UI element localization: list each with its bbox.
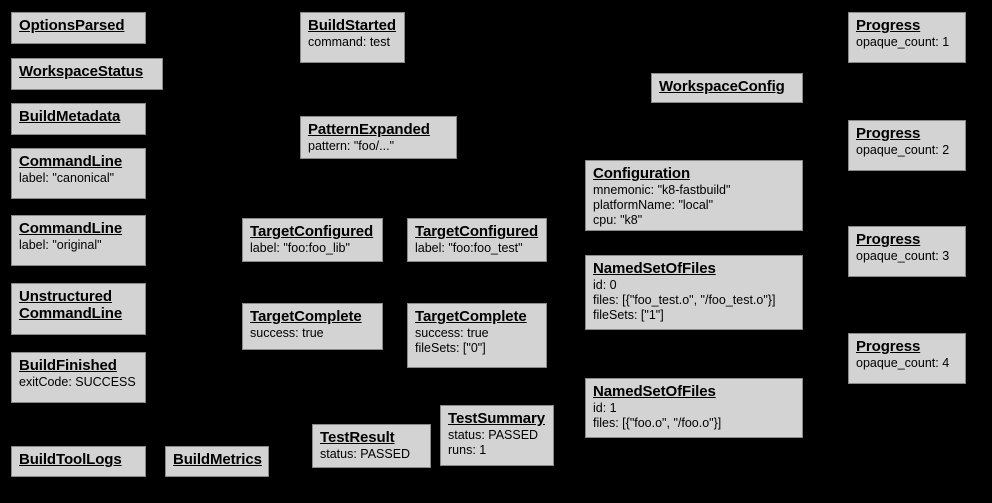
node-field: mnemonic: "k8-fastbuild" — [593, 183, 731, 197]
graph-node-build-metrics[interactable]: BuildMetrics — [165, 446, 269, 477]
graph-node-workspace-status[interactable]: WorkspaceStatus — [11, 58, 163, 90]
graph-node-build-metadata[interactable]: BuildMetadata — [11, 103, 146, 135]
node-fields: label: "foo:foo_test" — [415, 241, 539, 256]
node-title: WorkspaceStatus — [19, 63, 144, 80]
node-fields: command: test — [308, 35, 397, 50]
graph-node-workspace-config[interactable]: WorkspaceConfig — [651, 73, 803, 103]
node-field: label: "original" — [19, 238, 102, 252]
node-title: Progress — [856, 231, 921, 248]
node-field: runs: 1 — [448, 443, 487, 457]
node-field: opaque_count: 4 — [856, 356, 950, 370]
node-field: id: 1 — [593, 401, 617, 415]
node-field: files: [{"foo_test.o", "/foo_test.o"}] — [593, 293, 776, 307]
node-title: TargetConfigured — [415, 223, 539, 240]
node-field: id: 0 — [593, 278, 617, 292]
node-field: opaque_count: 1 — [856, 35, 950, 49]
node-field: cpu: "k8" — [593, 213, 643, 227]
node-field: label: "foo:foo_lib" — [250, 241, 350, 255]
node-field: label: "canonical" — [19, 171, 115, 185]
node-title: CommandLine — [19, 220, 123, 237]
node-fields: status: PASSED — [320, 447, 423, 462]
node-title: NamedSetOfFiles — [593, 260, 716, 277]
node-title: Progress — [856, 17, 921, 34]
node-field: success: true — [415, 326, 489, 340]
node-title: TestSummary — [448, 410, 545, 427]
node-fields: opaque_count: 1 — [856, 35, 958, 50]
node-field: files: [{"foo.o", "/foo.o"}] — [593, 416, 722, 430]
node-fields: label: "foo:foo_lib" — [250, 241, 375, 256]
node-title: TestResult — [320, 429, 395, 446]
node-field: exitCode: SUCCESS — [19, 375, 136, 389]
node-title: PatternExpanded — [308, 121, 430, 138]
node-fields: label: "canonical" — [19, 171, 138, 186]
node-fields: opaque_count: 3 — [856, 249, 958, 264]
node-title: NamedSetOfFiles — [593, 383, 716, 400]
node-title: Configuration — [593, 165, 691, 182]
node-fields: success: true — [250, 326, 375, 341]
node-title: Unstructured CommandLine — [19, 288, 123, 322]
node-field: opaque_count: 3 — [856, 249, 950, 263]
node-fields: exitCode: SUCCESS — [19, 375, 138, 390]
node-field: fileSets: ["1"] — [593, 308, 664, 322]
node-title: BuildToolLogs — [19, 451, 122, 468]
node-field: pattern: "foo/..." — [308, 139, 395, 153]
node-title: TargetComplete — [250, 308, 362, 325]
node-title: Progress — [856, 125, 921, 142]
node-fields: opaque_count: 4 — [856, 356, 958, 371]
node-title: BuildStarted — [308, 17, 396, 34]
node-title: TargetConfigured — [250, 223, 374, 240]
graph-node-unstructured-command-line[interactable]: Unstructured CommandLine — [11, 283, 146, 335]
graph-node-build-tool-logs[interactable]: BuildToolLogs — [11, 446, 146, 477]
node-fields: pattern: "foo/..." — [308, 139, 449, 154]
node-field: status: PASSED — [320, 447, 411, 461]
node-fields: mnemonic: "k8-fastbuild"platformName: "l… — [593, 183, 795, 228]
node-title: OptionsParsed — [19, 17, 125, 34]
node-field: command: test — [308, 35, 390, 49]
node-field: success: true — [250, 326, 324, 340]
graph-node-options-parsed[interactable]: OptionsParsed — [11, 12, 146, 44]
node-title: Progress — [856, 338, 921, 355]
node-field: opaque_count: 2 — [856, 143, 950, 157]
node-title: BuildFinished — [19, 357, 117, 374]
node-field: status: PASSED — [448, 428, 539, 442]
node-field: label: "foo:foo_test" — [415, 241, 523, 255]
node-field: fileSets: ["0"] — [415, 341, 486, 355]
node-title: TargetComplete — [415, 308, 527, 325]
node-fields: label: "original" — [19, 238, 138, 253]
node-title: WorkspaceConfig — [659, 78, 785, 95]
node-title: CommandLine — [19, 153, 123, 170]
node-fields: opaque_count: 2 — [856, 143, 958, 158]
node-title: BuildMetadata — [19, 108, 121, 125]
node-title: BuildMetrics — [173, 451, 262, 468]
node-field: platformName: "local" — [593, 198, 714, 212]
